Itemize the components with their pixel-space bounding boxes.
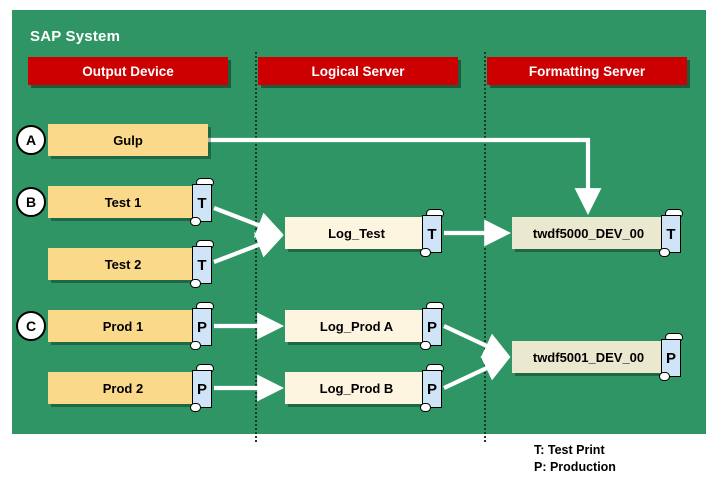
scroll-body: P [192,370,212,408]
node-output-device-prod-2[interactable]: Prod 2 [48,372,198,404]
group-marker-b: B [16,187,46,217]
node-output-device-test-2[interactable]: Test 2 [48,248,198,280]
scroll-curl-bottom-icon [420,248,431,257]
legend: T: Test Print P: Production [534,442,616,476]
scroll-curl-bottom-icon [190,403,201,412]
column-header-formatting-server: Formatting Server [487,57,687,85]
scroll-badge-label: T [427,225,437,243]
column-header-logical-server: Logical Server [258,57,458,85]
scroll-badge-log-prod-b-icon: P [420,364,444,412]
scroll-badge-log-prod-a-icon: P [420,302,444,350]
column-header-output-device: Output Device [28,57,228,85]
scroll-curl-bottom-icon [190,279,201,288]
scroll-badge-prod-2-icon: P [190,364,214,412]
scroll-body: P [422,370,442,408]
node-logical-server-log-test[interactable]: Log_Test [285,217,428,249]
scroll-body: T [192,246,212,284]
scroll-badge-test-2-icon: T [190,240,214,288]
column-divider-1 [255,52,257,442]
scroll-badge-label: P [196,380,207,398]
scroll-curl-bottom-icon [190,341,201,350]
node-logical-server-log-prod-a[interactable]: Log_Prod A [285,310,428,342]
scroll-badge-label: P [426,380,437,398]
scroll-badge-twdf5000-icon: T [659,209,683,257]
scroll-badge-prod-1-icon: P [190,302,214,350]
node-output-device-gulp[interactable]: Gulp [48,124,208,156]
scroll-badge-label: T [666,225,676,243]
node-output-device-prod-1[interactable]: Prod 1 [48,310,198,342]
scroll-body: T [422,215,442,253]
scroll-badge-log-test-icon: T [420,209,444,257]
scroll-badge-label: P [665,349,676,367]
node-output-device-test-1[interactable]: Test 1 [48,186,198,218]
scroll-body: P [422,308,442,346]
scroll-curl-bottom-icon [659,372,670,381]
scroll-curl-bottom-icon [420,341,431,350]
scroll-body: P [192,308,212,346]
group-marker-a: A [16,125,46,155]
scroll-badge-test-1-icon: T [190,178,214,226]
scroll-body: T [661,215,681,253]
scroll-badge-label: T [197,194,207,212]
legend-line-production: P: Production [534,460,616,474]
scroll-badge-label: T [197,256,207,274]
scroll-badge-label: P [426,318,437,336]
scroll-body: P [661,339,681,377]
column-divider-2 [484,52,486,442]
page-title: SAP System [30,28,121,45]
scroll-curl-bottom-icon [190,217,201,226]
scroll-curl-bottom-icon [659,248,670,257]
node-formatting-server-twdf5001[interactable]: twdf5001_DEV_00 [512,341,665,373]
node-logical-server-log-prod-b[interactable]: Log_Prod B [285,372,428,404]
scroll-curl-bottom-icon [420,403,431,412]
scroll-body: T [192,184,212,222]
scroll-badge-label: P [196,318,207,336]
legend-line-test-print: T: Test Print [534,443,605,457]
node-formatting-server-twdf5000[interactable]: twdf5000_DEV_00 [512,217,665,249]
group-marker-c: C [16,311,46,341]
scroll-badge-twdf5001-icon: P [659,333,683,381]
